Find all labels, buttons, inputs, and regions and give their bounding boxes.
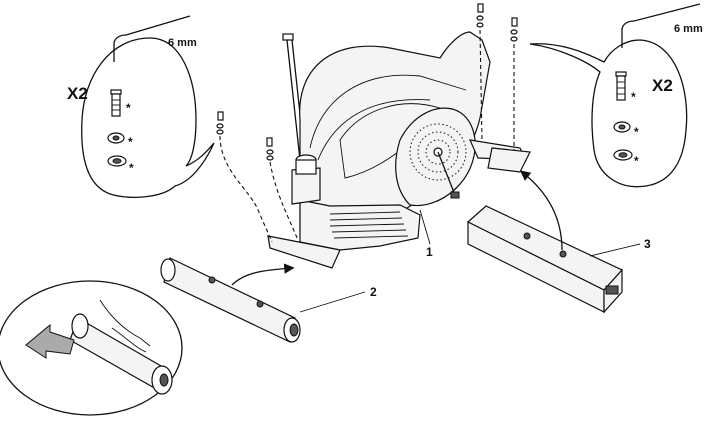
right-tool-size: 6 mm <box>674 23 703 35</box>
direction-arrow-icon <box>26 325 74 358</box>
flat-washer-icon <box>108 156 126 166</box>
right-bolt-mark: * <box>631 90 636 104</box>
callout-3: 3 <box>644 237 651 251</box>
left-lockwasher-mark: * <box>128 135 133 149</box>
bolt-icon <box>616 72 626 100</box>
left-hardware-bubble: 6 mm X2 * * * <box>67 16 214 197</box>
front-screws <box>217 112 298 242</box>
right-quantity: X2 <box>652 76 673 95</box>
lock-washer-icon <box>614 122 630 132</box>
flat-washer-icon <box>614 150 632 160</box>
callout-2: 2 <box>370 285 377 299</box>
bolt-icon <box>111 90 121 116</box>
front-install-arrow <box>232 268 292 285</box>
right-washer-mark: * <box>634 154 639 168</box>
callout-1: 1 <box>426 245 433 259</box>
right-hardware-bubble: 6 mm X2 * * * <box>530 4 703 187</box>
lock-washer-icon <box>108 133 124 143</box>
left-quantity: X2 <box>67 84 88 103</box>
front-stabilizer <box>161 258 300 342</box>
rear-stabilizer <box>468 206 622 312</box>
detail-inset <box>0 281 182 415</box>
left-tool-size: 6 mm <box>168 37 197 49</box>
left-washer-mark: * <box>129 161 134 175</box>
left-bolt-mark: * <box>126 101 131 115</box>
right-lockwasher-mark: * <box>634 125 639 139</box>
